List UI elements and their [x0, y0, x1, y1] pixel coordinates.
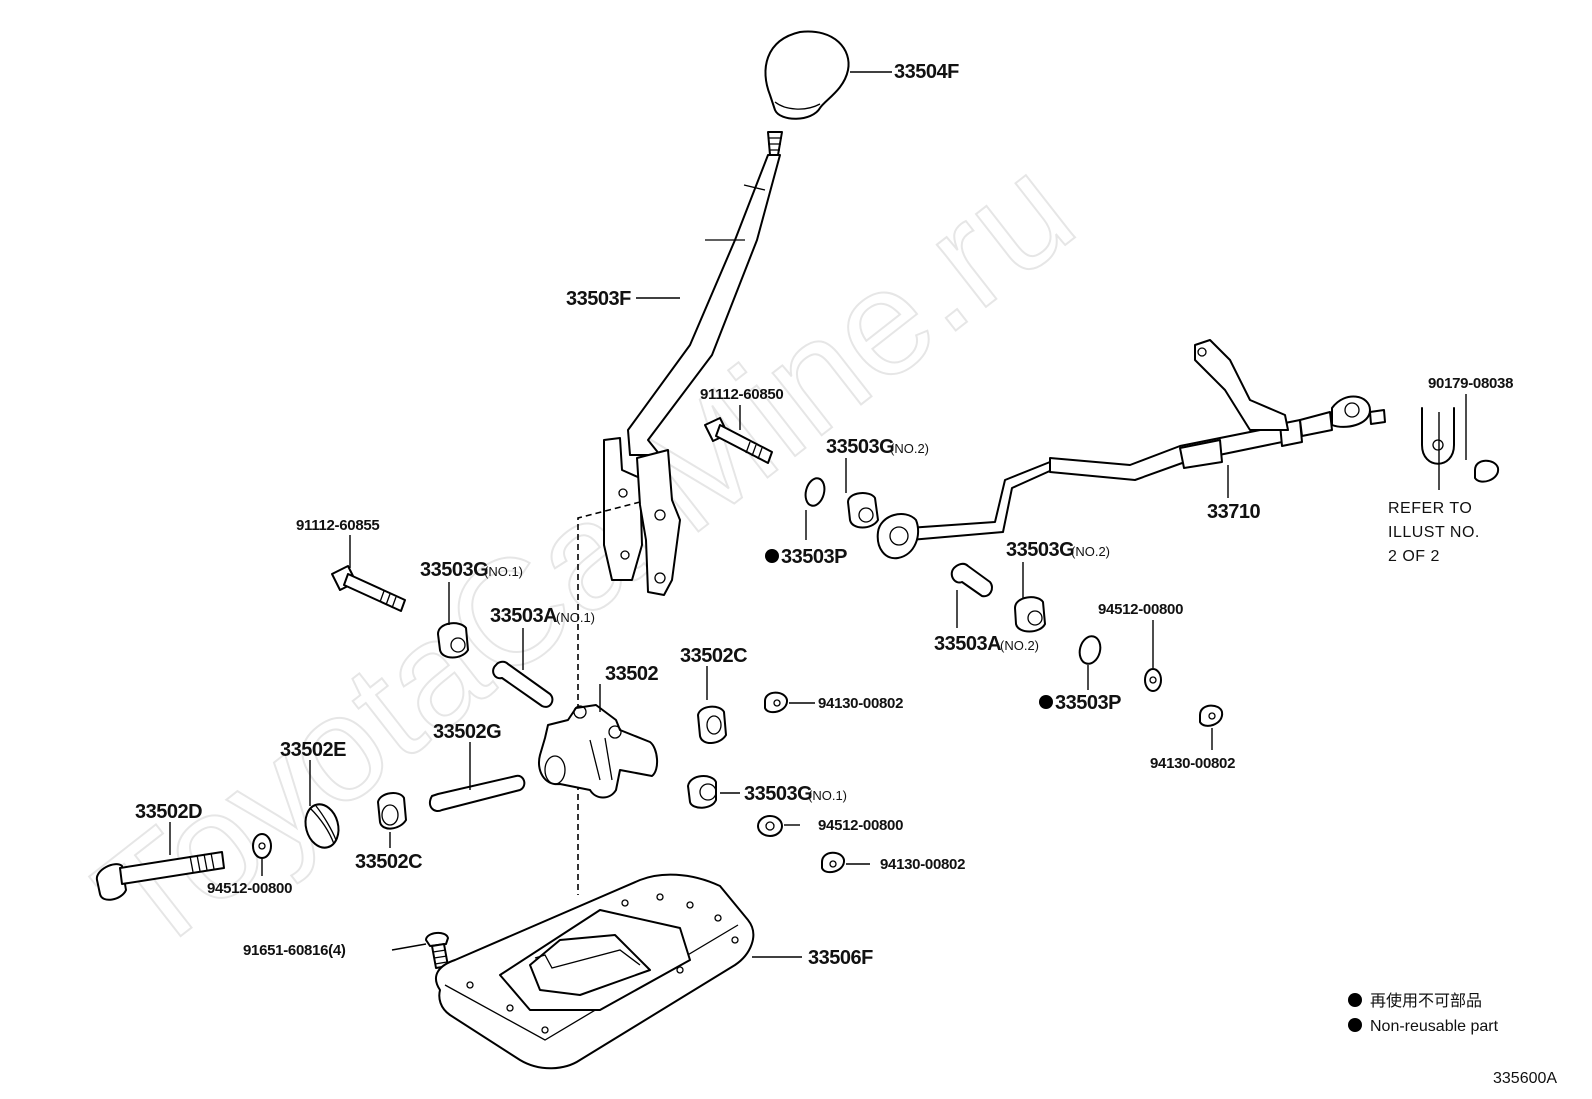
label-bushing-no2-upper-sfx: (NO.2) — [890, 441, 929, 456]
label-spring-e: 33502E — [280, 739, 346, 761]
bushing-33503g-no2-upper — [847, 492, 879, 529]
washer-94512-left — [252, 833, 272, 859]
label-bolt-upper: 91112-60850 — [700, 386, 783, 403]
label-oring-upper: 33503P — [781, 546, 847, 568]
shift-rod — [876, 339, 1386, 560]
bushing-33502c-lower — [377, 792, 407, 830]
plate-33506f — [435, 873, 755, 1070]
diagram-code: 335600A — [1493, 1070, 1557, 1087]
label-nut-right: 94130-00802 — [1150, 755, 1235, 772]
oring-33503p-lower — [1078, 635, 1102, 665]
label-bushing-no1-lower-sfx: (NO.1) — [808, 788, 847, 803]
shift-lever — [603, 131, 783, 596]
label-bolt-left: 91112-60855 — [296, 517, 379, 534]
label-bushing-no1-left-sfx: (NO.1) — [484, 564, 523, 579]
label-nut-mid: 94130-00802 — [818, 695, 903, 712]
label-washer-left: 94512-00800 — [207, 880, 292, 897]
bushing-33503g-no1-lower — [687, 775, 717, 809]
legend-dot-jp — [1348, 993, 1362, 1007]
non-reusable-dot-upper — [765, 549, 779, 563]
label-collar-no2: 33503A — [934, 633, 1001, 655]
bolt-91112-60855 — [331, 565, 406, 612]
housing-33502 — [538, 704, 658, 799]
bushing-33502c-upper — [697, 705, 727, 744]
legend-en: Non-reusable part — [1370, 1018, 1499, 1035]
washer-94512-mid — [757, 815, 783, 837]
label-bushing-no2-upper: 33503G — [826, 436, 894, 458]
label-bushing-no1-left: 33503G — [420, 559, 488, 581]
bushing-33503g-no1-left — [437, 622, 469, 659]
refer-bracket — [1421, 407, 1455, 465]
label-refer-3: 2 OF 2 — [1388, 548, 1440, 565]
label-bushing-no2-lower-sfx: (NO.2) — [1071, 544, 1110, 559]
shift-knob — [764, 30, 850, 120]
oring-33503p-upper — [804, 477, 826, 507]
washer-94512-right — [1144, 668, 1162, 692]
label-refer-2: ILLUST NO. — [1388, 524, 1480, 541]
part-labels: 33504F 33503F 91112-60850 91112-60855 33… — [135, 61, 1513, 969]
label-collar-no1: 33503A — [490, 605, 557, 627]
label-bushing-c-upper: 33502C — [680, 645, 747, 667]
legend-dot-en — [1348, 1018, 1362, 1032]
nut-94130-right — [1199, 704, 1224, 727]
nut-90179-08038 — [1474, 459, 1500, 483]
collar-33503a-no2 — [950, 562, 993, 598]
label-screw: 91651-60816(4) — [243, 942, 346, 959]
label-rod: 33710 — [1207, 501, 1260, 523]
label-housing: 33502 — [605, 663, 658, 685]
non-reusable-dot-lower — [1039, 695, 1053, 709]
label-washer-mid: 94512-00800 — [818, 817, 903, 834]
label-shaft-g: 33502G — [433, 721, 501, 743]
label-plate: 33506F — [808, 947, 873, 969]
label-oring-lower: 33503P — [1055, 692, 1121, 714]
legend: 再使用不可部品 Non-reusable part — [1348, 992, 1499, 1035]
label-nut-low: 94130-00802 — [880, 856, 965, 873]
label-bushing-c-lower: 33502C — [355, 851, 422, 873]
label-collar-no2-sfx: (NO.2) — [1000, 638, 1039, 653]
screw-91651 — [425, 932, 449, 969]
label-washer-right: 94512-00800 — [1098, 601, 1183, 618]
nut-94130-low — [821, 851, 845, 874]
label-bolt-d: 33502D — [135, 801, 202, 823]
legend-jp: 再使用不可部品 — [1370, 992, 1482, 1010]
nut-94130-mid — [764, 691, 788, 714]
label-bolt-right: 90179-08038 — [1428, 375, 1513, 392]
label-knob: 33504F — [894, 61, 959, 83]
leader-lines — [169, 71, 1467, 958]
label-refer-1: REFER TO — [1388, 500, 1472, 517]
label-bushing-no2-lower: 33503G — [1006, 539, 1074, 561]
bolt-33502d — [95, 851, 225, 901]
bolt-91112-60850 — [704, 417, 773, 464]
label-bushing-no1-lower: 33503G — [744, 783, 812, 805]
label-lever: 33503F — [566, 288, 631, 310]
spring-33502e — [304, 803, 340, 849]
collar-33503a-no1 — [492, 660, 554, 708]
bushing-33503g-no2-lower — [1014, 596, 1046, 633]
shaft-33502g — [428, 774, 526, 812]
label-collar-no1-sfx: (NO.1) — [556, 610, 595, 625]
